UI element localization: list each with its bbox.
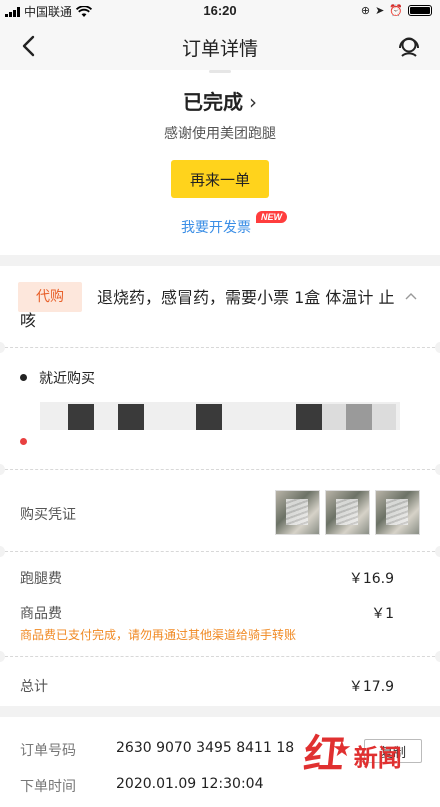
watermark-text: 新闻	[353, 742, 402, 772]
address-dot	[20, 374, 27, 381]
status-icons: ⊕ ➤ ⏰	[361, 4, 432, 17]
delivery-fee-label: 跑腿费	[20, 571, 62, 587]
order-number-label: 订单号码	[20, 743, 76, 759]
back-icon[interactable]	[18, 34, 42, 58]
chevron-right-icon: ›	[249, 90, 257, 114]
signal-icon	[5, 6, 20, 17]
order-time-value: 2020.01.09 12:30:04	[116, 776, 264, 792]
receipt-photo[interactable]	[275, 490, 320, 535]
purchase-tag: 代购	[18, 282, 82, 312]
order-items: 退烧药，感冒药，需要小票 1盒 体温计 止咳	[20, 288, 395, 330]
total-value: ￥17.9	[348, 679, 394, 695]
receipt-label: 购买凭证	[20, 507, 76, 523]
customer-service-icon[interactable]	[396, 33, 422, 59]
divider	[0, 546, 440, 557]
chevron-up-icon[interactable]	[404, 290, 418, 304]
copy-button[interactable]: 复制	[364, 739, 422, 763]
receipt-photo[interactable]	[375, 490, 420, 535]
divider	[0, 464, 440, 475]
divider	[0, 342, 440, 353]
divider	[0, 651, 440, 662]
order-info-card: 订单号码 2630 9070 3495 8411 18 复制 下单时间 2020…	[0, 717, 440, 807]
goods-fee-value: ￥1	[371, 606, 394, 622]
delivery-fee-value: ￥16.9	[348, 571, 394, 587]
thanks-message: 感谢使用美团跑腿	[164, 126, 276, 142]
order-status-card: 已完成› 感谢使用美团跑腿 再来一单 我要开发票 NEW	[0, 70, 440, 255]
order-status-text: 已完成	[183, 90, 243, 114]
carrier-name: 中国联通	[24, 5, 73, 19]
destination-dot	[20, 438, 27, 445]
clock: 16:20	[203, 3, 237, 18]
star-icon: ★	[332, 736, 352, 762]
watermark-char: 红	[301, 731, 347, 778]
news-watermark-logo: 红 ★ 新闻	[301, 731, 402, 778]
order-number-value: 2630 9070 3495 8411 18	[116, 740, 295, 756]
alarm-icon: ⏰	[389, 5, 403, 17]
goods-fee-label: 商品费	[20, 606, 62, 622]
receipt-photo[interactable]	[325, 490, 370, 535]
new-badge: NEW	[256, 211, 287, 223]
nav-bar: 订单详情	[0, 22, 440, 70]
location-icon: ➤	[375, 5, 385, 17]
carrier-info: 中国联通	[5, 3, 93, 20]
payment-warning: 商品费已支付完成，请勿再通过其他渠道给骑手转账	[20, 628, 297, 642]
order-status[interactable]: 已完成›	[0, 86, 440, 115]
drag-handle	[209, 70, 231, 73]
store-address: 就近购买	[39, 371, 95, 387]
status-bar: 中国联通 16:20 ⊕ ➤ ⏰	[0, 0, 440, 22]
order-time-label: 下单时间	[20, 779, 76, 795]
order-detail-card: 退烧药，感冒药，需要小票 1盒 体温计 止咳 代购 就近购买 购买凭证 跑腿费 …	[0, 266, 440, 706]
wifi-icon	[76, 5, 93, 17]
invoice-link[interactable]: 我要开发票	[181, 220, 251, 236]
total-label: 总计	[20, 679, 48, 695]
reorder-button[interactable]: 再来一单	[171, 160, 269, 198]
orientation-lock-icon: ⊕	[360, 5, 371, 17]
page-title: 订单详情	[181, 38, 258, 60]
battery-icon	[408, 5, 432, 16]
